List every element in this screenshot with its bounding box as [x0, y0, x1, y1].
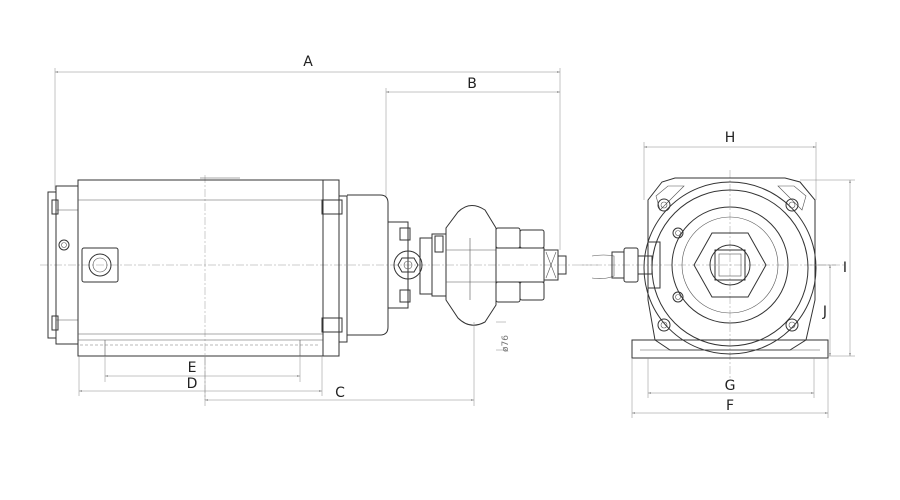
dimension-h: H — [643, 130, 817, 200]
motor-front-flange — [321, 179, 389, 357]
side-view: A B E D C — [40, 54, 600, 406]
motor-body — [77, 177, 324, 357]
dimension-b-label: B — [467, 76, 477, 92]
dimension-c-label: C — [335, 385, 345, 401]
hex-nut — [693, 232, 767, 298]
front-view: H G F I J — [580, 130, 855, 418]
dimension-a-label: A — [303, 54, 313, 70]
dimension-e: E — [104, 356, 301, 382]
dimension-a: A — [54, 54, 561, 250]
dimension-f-label: F — [726, 398, 734, 414]
diameter-annotation: ø76 — [496, 321, 511, 352]
outer-flange — [643, 181, 817, 355]
dimension-j-label: J — [822, 304, 827, 320]
dimension-g: G — [647, 358, 815, 398]
motor-frame — [647, 177, 816, 341]
shaft — [709, 244, 751, 286]
cable-gland — [591, 247, 653, 283]
dimension-i: I — [800, 179, 855, 357]
diameter-label: ø76 — [501, 335, 511, 352]
dimension-j: J — [810, 264, 836, 356]
dimension-i-label: I — [843, 260, 847, 276]
dimension-g-label: G — [725, 378, 736, 394]
dimension-e-label: E — [188, 360, 197, 376]
dimension-d: D — [78, 356, 323, 396]
dimension-f: F — [631, 358, 829, 418]
motor-base — [631, 339, 829, 359]
pump-head — [387, 205, 567, 326]
dimension-b: B — [385, 76, 560, 196]
flange-bolts — [657, 198, 799, 332]
dimension-c: C — [204, 322, 475, 406]
dimension-d-label: D — [187, 376, 198, 392]
inner-flange — [671, 206, 789, 324]
terminal-box — [81, 247, 119, 283]
dimension-h-label: H — [725, 130, 736, 146]
